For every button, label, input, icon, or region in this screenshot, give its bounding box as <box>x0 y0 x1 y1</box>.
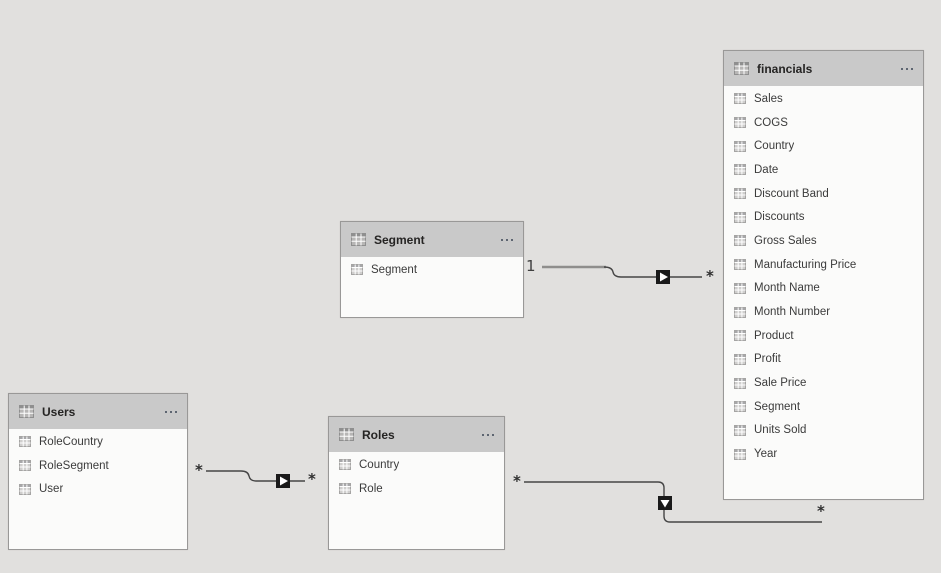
column-icon <box>734 377 746 389</box>
column-icon <box>734 188 746 200</box>
table-header[interactable]: Roles <box>329 417 504 452</box>
table-field-row[interactable]: Product <box>724 324 923 348</box>
table-title: financials <box>757 61 813 76</box>
table-icon <box>19 405 34 418</box>
table-field-row[interactable]: Date <box>724 158 923 182</box>
column-icon <box>734 164 746 176</box>
more-options-icon[interactable] <box>159 407 177 417</box>
column-icon <box>734 117 746 129</box>
table-field-row[interactable]: Role <box>329 477 504 501</box>
column-icon <box>734 448 746 460</box>
table-header[interactable]: financials <box>724 51 923 86</box>
table-field-row[interactable]: RoleSegment <box>9 454 187 478</box>
field-name: Sales <box>754 92 783 105</box>
column-icon <box>734 330 746 342</box>
column-icon <box>734 93 746 105</box>
field-name: User <box>39 483 64 496</box>
table-field-row[interactable]: Month Name <box>724 277 923 301</box>
field-name: Country <box>754 140 795 153</box>
table-title: Users <box>42 404 76 419</box>
column-icon <box>734 424 746 436</box>
field-name: Role <box>359 482 383 495</box>
table-header[interactable]: Users <box>9 394 187 429</box>
column-icon <box>19 460 31 472</box>
table-field-row[interactable]: Year <box>724 442 923 466</box>
column-icon <box>19 483 31 495</box>
column-icon <box>339 483 351 495</box>
field-name: Date <box>754 163 779 176</box>
field-name: Discount Band <box>754 187 829 200</box>
field-name: Product <box>754 329 794 342</box>
table-field-row[interactable]: Discount Band <box>724 182 923 206</box>
column-icon <box>734 211 746 223</box>
table-title: Segment <box>374 232 425 247</box>
field-name: Units Sold <box>754 424 807 437</box>
column-icon <box>734 353 746 365</box>
more-options-icon[interactable] <box>476 430 494 440</box>
relationship-users-roles[interactable] <box>206 470 305 488</box>
column-icon <box>734 306 746 318</box>
table-field-row[interactable]: Units Sold <box>724 419 923 443</box>
column-icon <box>351 264 363 276</box>
field-name: COGS <box>754 116 788 129</box>
table-title: Roles <box>362 427 395 442</box>
table-field-row[interactable]: RoleCountry <box>9 430 187 454</box>
field-name: Segment <box>371 263 418 276</box>
table-field-row[interactable]: Manufacturing Price <box>724 253 923 277</box>
field-name: Month Name <box>754 282 820 295</box>
table-field-row[interactable]: Segment <box>724 395 923 419</box>
field-name: Sale Price <box>754 377 807 390</box>
table-field-row[interactable]: Month Number <box>724 300 923 324</box>
field-name: Country <box>359 458 400 471</box>
column-icon <box>734 282 746 294</box>
field-name: Gross Sales <box>754 234 817 247</box>
more-options-icon[interactable] <box>495 235 513 245</box>
table-field-row[interactable]: Profit <box>724 348 923 372</box>
field-name: Manufacturing Price <box>754 258 857 271</box>
field-name: RoleCountry <box>39 435 103 448</box>
table-field-row[interactable]: COGS <box>724 111 923 135</box>
table-field-row[interactable]: Country <box>329 453 504 477</box>
table-field-row[interactable]: Sale Price <box>724 371 923 395</box>
column-icon <box>19 436 31 448</box>
column-icon <box>734 140 746 152</box>
cardinality-label: * <box>308 470 316 488</box>
field-name: Profit <box>754 353 781 366</box>
column-icon <box>734 235 746 247</box>
cardinality-label: * <box>817 502 825 520</box>
cardinality-label: * <box>706 267 714 285</box>
field-name: Discounts <box>754 211 805 224</box>
field-list: Segment <box>341 257 523 282</box>
table-card-segment[interactable]: Segment Segment <box>340 221 524 318</box>
cardinality-label: * <box>513 472 521 490</box>
more-options-icon[interactable] <box>895 64 913 74</box>
relationship-segment-financials[interactable] <box>542 265 702 284</box>
table-icon <box>351 233 366 246</box>
table-field-row[interactable]: User <box>9 477 187 501</box>
table-field-row[interactable]: Discounts <box>724 205 923 229</box>
field-name: Year <box>754 448 778 461</box>
table-icon <box>339 428 354 441</box>
table-field-row[interactable]: Country <box>724 134 923 158</box>
column-icon <box>339 459 351 471</box>
table-header[interactable]: Segment <box>341 222 523 257</box>
table-field-row[interactable]: Sales <box>724 87 923 111</box>
column-icon <box>734 259 746 271</box>
field-name: Segment <box>754 400 801 413</box>
table-icon <box>734 62 749 75</box>
column-icon <box>734 401 746 413</box>
field-name: Month Number <box>754 306 831 319</box>
table-field-row[interactable]: Gross Sales <box>724 229 923 253</box>
table-field-row[interactable]: Segment <box>341 258 523 282</box>
field-name: RoleSegment <box>39 459 109 472</box>
cardinality-label: * <box>195 461 203 479</box>
cardinality-label: 1 <box>526 257 536 275</box>
